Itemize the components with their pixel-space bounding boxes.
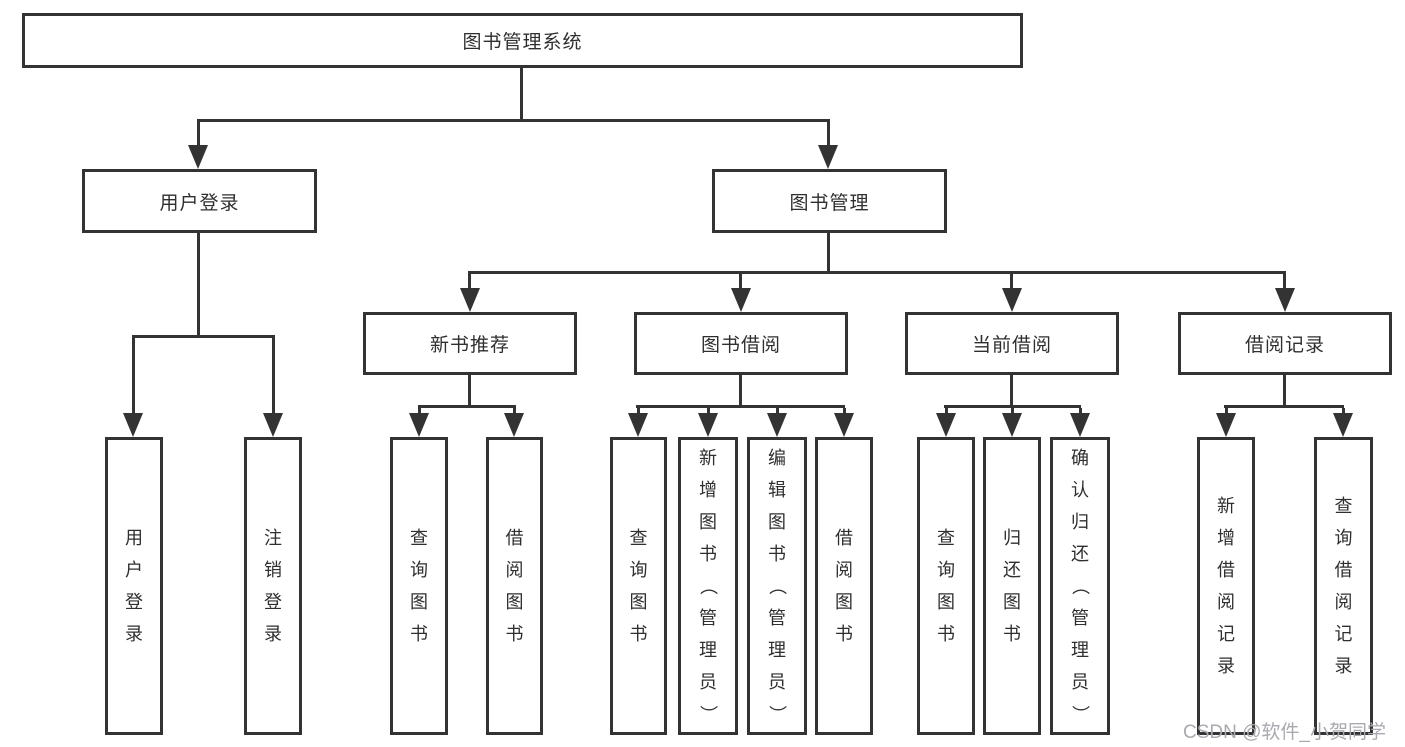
arrow-down-icon (698, 413, 718, 437)
leaf-return-book-label: 归还图书 (1003, 528, 1021, 644)
connector-line (418, 405, 516, 408)
leaf-return-book: 归还图书 (983, 437, 1041, 735)
connector-line (827, 122, 830, 150)
leaf-query-borrow-record: 查询借阅记录 (1314, 437, 1373, 735)
arrow-down-icon (188, 145, 208, 169)
connector-line (132, 338, 135, 417)
leaf-confirm-return-admin: 确认归还（管理员） (1050, 437, 1110, 735)
leaf-confirm-return-admin-label: 确认归还（管理员） (1070, 448, 1090, 723)
leaf-add-borrow-record-label: 新增借阅记录 (1217, 496, 1235, 676)
connector-line (739, 375, 742, 408)
leaf-query-books-current-label: 查询图书 (937, 528, 955, 644)
leaf-logout: 注销登录 (244, 437, 302, 735)
arrow-down-icon (263, 413, 283, 437)
connector-line (197, 233, 200, 338)
arrow-down-icon (834, 413, 854, 437)
node-borrow-records-label: 借阅记录 (1244, 335, 1325, 356)
node-current-borrow-label: 当前借阅 (971, 335, 1052, 356)
node-book-borrow-label: 图书借阅 (700, 335, 781, 356)
leaf-borrow-books: 借阅图书 (815, 437, 873, 735)
leaf-user-login-label: 用户登录 (125, 528, 143, 644)
connector-line (776, 408, 779, 417)
arrow-down-icon (767, 413, 787, 437)
node-user-login: 用户登录 (82, 169, 317, 233)
node-current-borrow: 当前借阅 (905, 312, 1119, 375)
leaf-edit-book-admin: 编辑图书（管理员） (747, 437, 807, 735)
leaf-query-books-recommend: 查询图书 (390, 437, 448, 735)
connector-line (1342, 408, 1345, 417)
watermark: CSDN @软件_小贺同学 (1183, 722, 1386, 743)
connector-line (739, 274, 742, 294)
connector-line (944, 405, 1081, 408)
leaf-add-book-admin-label: 新增图书（管理员） (698, 448, 718, 723)
connector-line (945, 408, 948, 417)
leaf-borrow-books-recommend: 借阅图书 (486, 437, 543, 735)
connector-line (468, 375, 471, 408)
node-book-borrow: 图书借阅 (634, 312, 848, 375)
connector-line (1224, 405, 1344, 408)
node-book-management: 图书管理 (712, 169, 947, 233)
arrow-down-icon (936, 413, 956, 437)
connector-line (1011, 408, 1014, 417)
connector-line (707, 408, 710, 417)
leaf-add-book-admin: 新增图书（管理员） (678, 437, 738, 735)
node-new-book-recommend-label: 新书推荐 (429, 335, 510, 356)
connector-line (843, 408, 846, 417)
arrow-down-icon (818, 145, 838, 169)
connector-line (1283, 375, 1286, 408)
leaf-query-borrow-record-label: 查询借阅记录 (1334, 496, 1353, 676)
connector-line (1225, 408, 1228, 417)
node-user-login-label: 用户登录 (159, 192, 240, 214)
node-borrow-records: 借阅记录 (1178, 312, 1392, 375)
connector-line (1010, 375, 1013, 408)
arrow-down-icon (504, 413, 524, 437)
arrow-down-icon (1216, 413, 1236, 437)
leaf-add-borrow-record: 新增借阅记录 (1197, 437, 1255, 735)
connector-line (827, 233, 830, 274)
arrow-down-icon (409, 413, 429, 437)
leaf-edit-book-admin-label: 编辑图书（管理员） (767, 448, 787, 723)
connector-line (468, 271, 1286, 274)
connector-line (197, 119, 830, 122)
node-book-management-label: 图书管理 (789, 192, 870, 214)
node-root-label: 图书管理系统 (462, 32, 583, 53)
arrow-down-icon (1002, 413, 1022, 437)
connector-line (636, 405, 845, 408)
leaf-query-books-borrow-label: 查询图书 (629, 528, 648, 644)
leaf-query-books-recommend-label: 查询图书 (410, 528, 428, 644)
connector-line (513, 408, 516, 417)
connector-line (1079, 408, 1082, 417)
connector-line (197, 122, 200, 150)
connector-line (272, 338, 275, 417)
connector-line (132, 335, 275, 338)
node-root: 图书管理系统 (22, 13, 1023, 68)
arrow-down-icon (1275, 288, 1295, 312)
connector-line (637, 408, 640, 417)
arrow-down-icon (731, 288, 751, 312)
arrow-down-icon (460, 288, 480, 312)
leaf-borrow-books-recommend-label: 借阅图书 (505, 528, 524, 644)
arrow-down-icon (1002, 288, 1022, 312)
connector-line (1283, 274, 1286, 294)
connector-line (520, 68, 523, 122)
arrow-down-icon (628, 413, 648, 437)
connector-line (1010, 274, 1013, 294)
arrow-down-icon (1333, 413, 1353, 437)
connector-line (418, 408, 421, 417)
leaf-user-login: 用户登录 (105, 437, 163, 735)
connector-line (468, 274, 471, 294)
node-new-book-recommend: 新书推荐 (363, 312, 577, 375)
leaf-logout-label: 注销登录 (264, 528, 282, 644)
leaf-query-books-current: 查询图书 (917, 437, 975, 735)
arrow-down-icon (123, 413, 143, 437)
leaf-borrow-books-label: 借阅图书 (835, 528, 853, 644)
arrow-down-icon (1070, 413, 1090, 437)
leaf-query-books-borrow: 查询图书 (610, 437, 667, 735)
